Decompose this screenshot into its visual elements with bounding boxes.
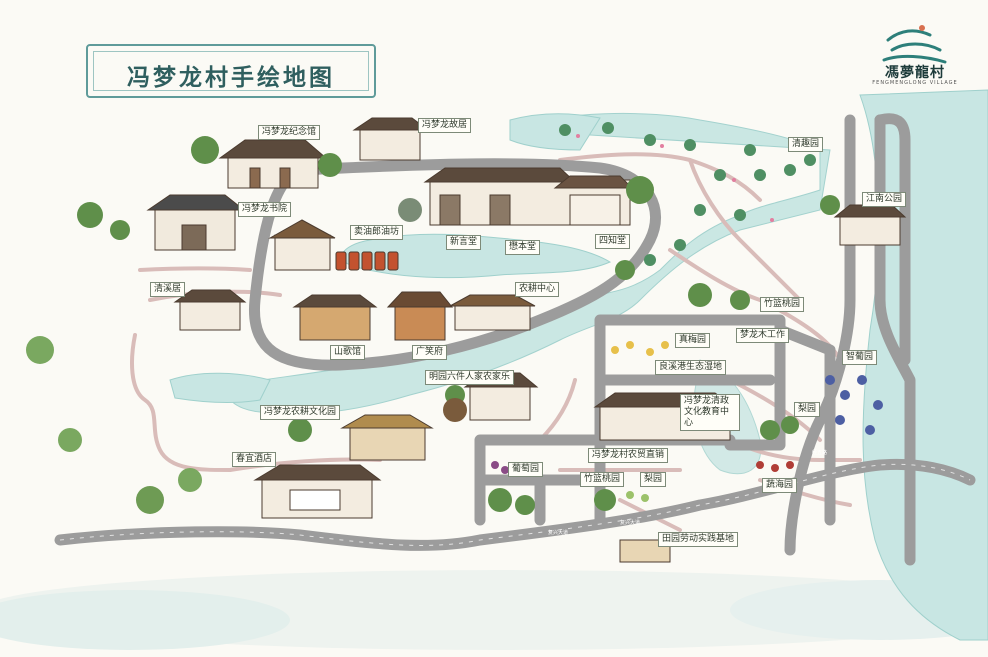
label-woodwork-shop[interactable]: 梦龙木工作 [736,328,790,343]
label-grape-garden-east[interactable]: 智葡园 [842,350,878,365]
label-sizhi-hall[interactable]: 四知堂 [595,234,631,249]
label-plum-garden[interactable]: 真梅园 [675,333,711,348]
village-logo: 馮夢龍村 FENGMENGLONG VILLAGE [860,18,970,88]
logo-mark-icon [882,29,947,64]
label-jiangnan-park[interactable]: 江南公园 [862,192,907,207]
map-title-frame: 冯梦龙村手绘地图 [86,44,376,98]
label-shange-hall[interactable]: 山歌馆 [330,345,366,360]
label-academy[interactable]: 冯梦龙书院 [238,202,292,217]
label-pear-garden-east[interactable]: 梨园 [794,402,821,417]
vegetation [26,136,840,515]
label-hotel[interactable]: 春宜酒店 [232,452,277,467]
label-xinyan-hall[interactable]: 新言堂 [446,235,482,250]
label-oil-mill[interactable]: 卖油郎油坊 [350,225,404,240]
logo-subtitle: FENGMENGLONG VILLAGE [872,80,958,86]
label-farmhouse-restaurant[interactable]: 明园六件人家农家乐 [425,370,515,385]
label-guangxiao-mansion[interactable]: 广笑府 [412,345,448,360]
road-label-east: 经五路 [812,450,828,456]
label-wetland[interactable]: 良溪港生态湿地 [655,360,727,375]
label-culture-education-center[interactable]: 冯梦龙清政文化教育中心 [680,394,740,431]
label-qingxi-residence[interactable]: 清溪居 [150,282,186,297]
label-pear-garden[interactable]: 梨园 [640,472,667,487]
road-label-south-b: 复兴大道 [620,520,641,526]
label-farm-direct-store[interactable]: 冯梦龙村农贸直销 [588,448,669,463]
road-label-south-a: 复兴大道 [548,530,569,536]
label-vegetable-garden[interactable]: 蔬海园 [762,478,798,493]
label-vineyard[interactable]: 葡萄园 [508,462,544,477]
label-qingqu-garden[interactable]: 清趣园 [788,137,824,152]
label-farming-culture-park[interactable]: 冯梦龙农耕文化园 [260,405,341,420]
label-farming-center[interactable]: 农耕中心 [515,282,560,297]
lotus-pond [559,122,816,266]
label-memorial-hall[interactable]: 冯梦龙纪念馆 [258,125,321,140]
orchard-fruits [491,341,883,502]
map-title: 冯梦龙村手绘地图 [127,64,335,91]
logo-name: 馮夢龍村 [885,65,945,81]
label-bamboo-peach-orchard[interactable]: 竹篮桃园 [580,472,625,487]
label-bamboo-peach-garden[interactable]: 竹篮桃园 [760,297,805,312]
label-maoben-hall[interactable]: 懋本堂 [505,240,541,255]
label-former-residence[interactable]: 冯梦龙故居 [418,118,472,133]
label-labor-practice-base[interactable]: 田园劳动实践基地 [658,532,739,547]
